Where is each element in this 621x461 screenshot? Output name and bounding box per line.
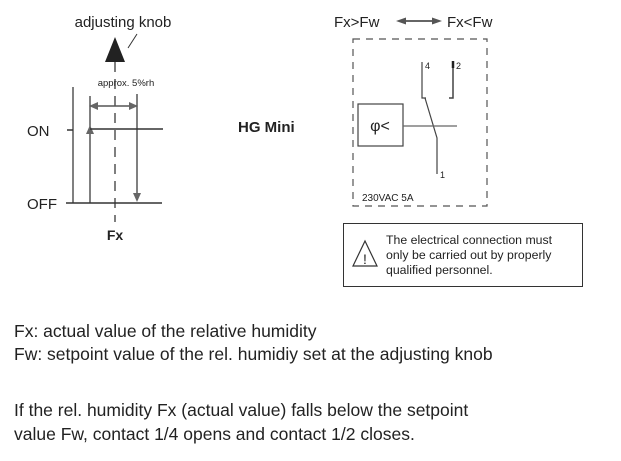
knob-label: adjusting knob bbox=[75, 14, 172, 31]
warning-triangle-icon: ! bbox=[352, 239, 378, 267]
humidity-sensor-icon: φ< bbox=[370, 118, 390, 135]
fx-axis-label: Fx bbox=[107, 227, 124, 243]
legend-fw: Fw: setpoint value of the rel. humidiy s… bbox=[14, 344, 493, 364]
warning-box: ! The electrical connection must only be… bbox=[343, 223, 583, 287]
state-right-label: Fx<Fw bbox=[447, 14, 493, 31]
warning-line-3: qualified personnel. bbox=[386, 263, 493, 277]
arrow-right-icon bbox=[129, 102, 138, 110]
device-name: HG Mini bbox=[238, 119, 295, 136]
explanation-line-2: value Fw, contact 1/4 opens and contact … bbox=[14, 424, 415, 444]
terminal-4-label: 4 bbox=[425, 61, 430, 71]
terminal-1-label: 1 bbox=[440, 170, 445, 180]
arrow-down-icon bbox=[133, 193, 141, 202]
state-arrow-left-icon bbox=[396, 17, 406, 25]
knob-leader-line bbox=[127, 33, 138, 49]
switch-contact-1 bbox=[424, 97, 438, 174]
hysteresis-diagram: adjusting knob approx. 5%rh ON OFF Fx bbox=[27, 14, 171, 243]
rating-label: 230VAC 5A bbox=[362, 193, 414, 204]
arrow-left-icon bbox=[89, 102, 98, 110]
contact-4 bbox=[421, 62, 426, 99]
warning-line-1: The electrical connection must bbox=[386, 233, 553, 247]
on-label: ON bbox=[27, 123, 50, 140]
warning-line-2: only be carried out by properly bbox=[386, 248, 552, 262]
state-left-label: Fx>Fw bbox=[334, 14, 380, 31]
off-label: OFF bbox=[27, 196, 57, 213]
wiring-diagram: Fx>Fw Fx<Fw 4 2 1 φ< 230VAC 5A bbox=[334, 14, 493, 207]
adjusting-knob-icon bbox=[105, 37, 125, 62]
contact-2 bbox=[449, 62, 454, 99]
legend-fx: Fx: actual value of the relative humidit… bbox=[14, 321, 317, 341]
explanation-line-1: If the rel. humidity Fx (actual value) f… bbox=[14, 400, 469, 420]
humidity-sensor-box bbox=[357, 103, 404, 147]
approx-label: approx. 5%rh bbox=[98, 78, 155, 89]
terminal-2-label: 2 bbox=[456, 61, 461, 71]
svg-text:!: ! bbox=[363, 251, 367, 267]
state-arrow-right-icon bbox=[432, 17, 442, 25]
device-boundary bbox=[352, 38, 488, 207]
